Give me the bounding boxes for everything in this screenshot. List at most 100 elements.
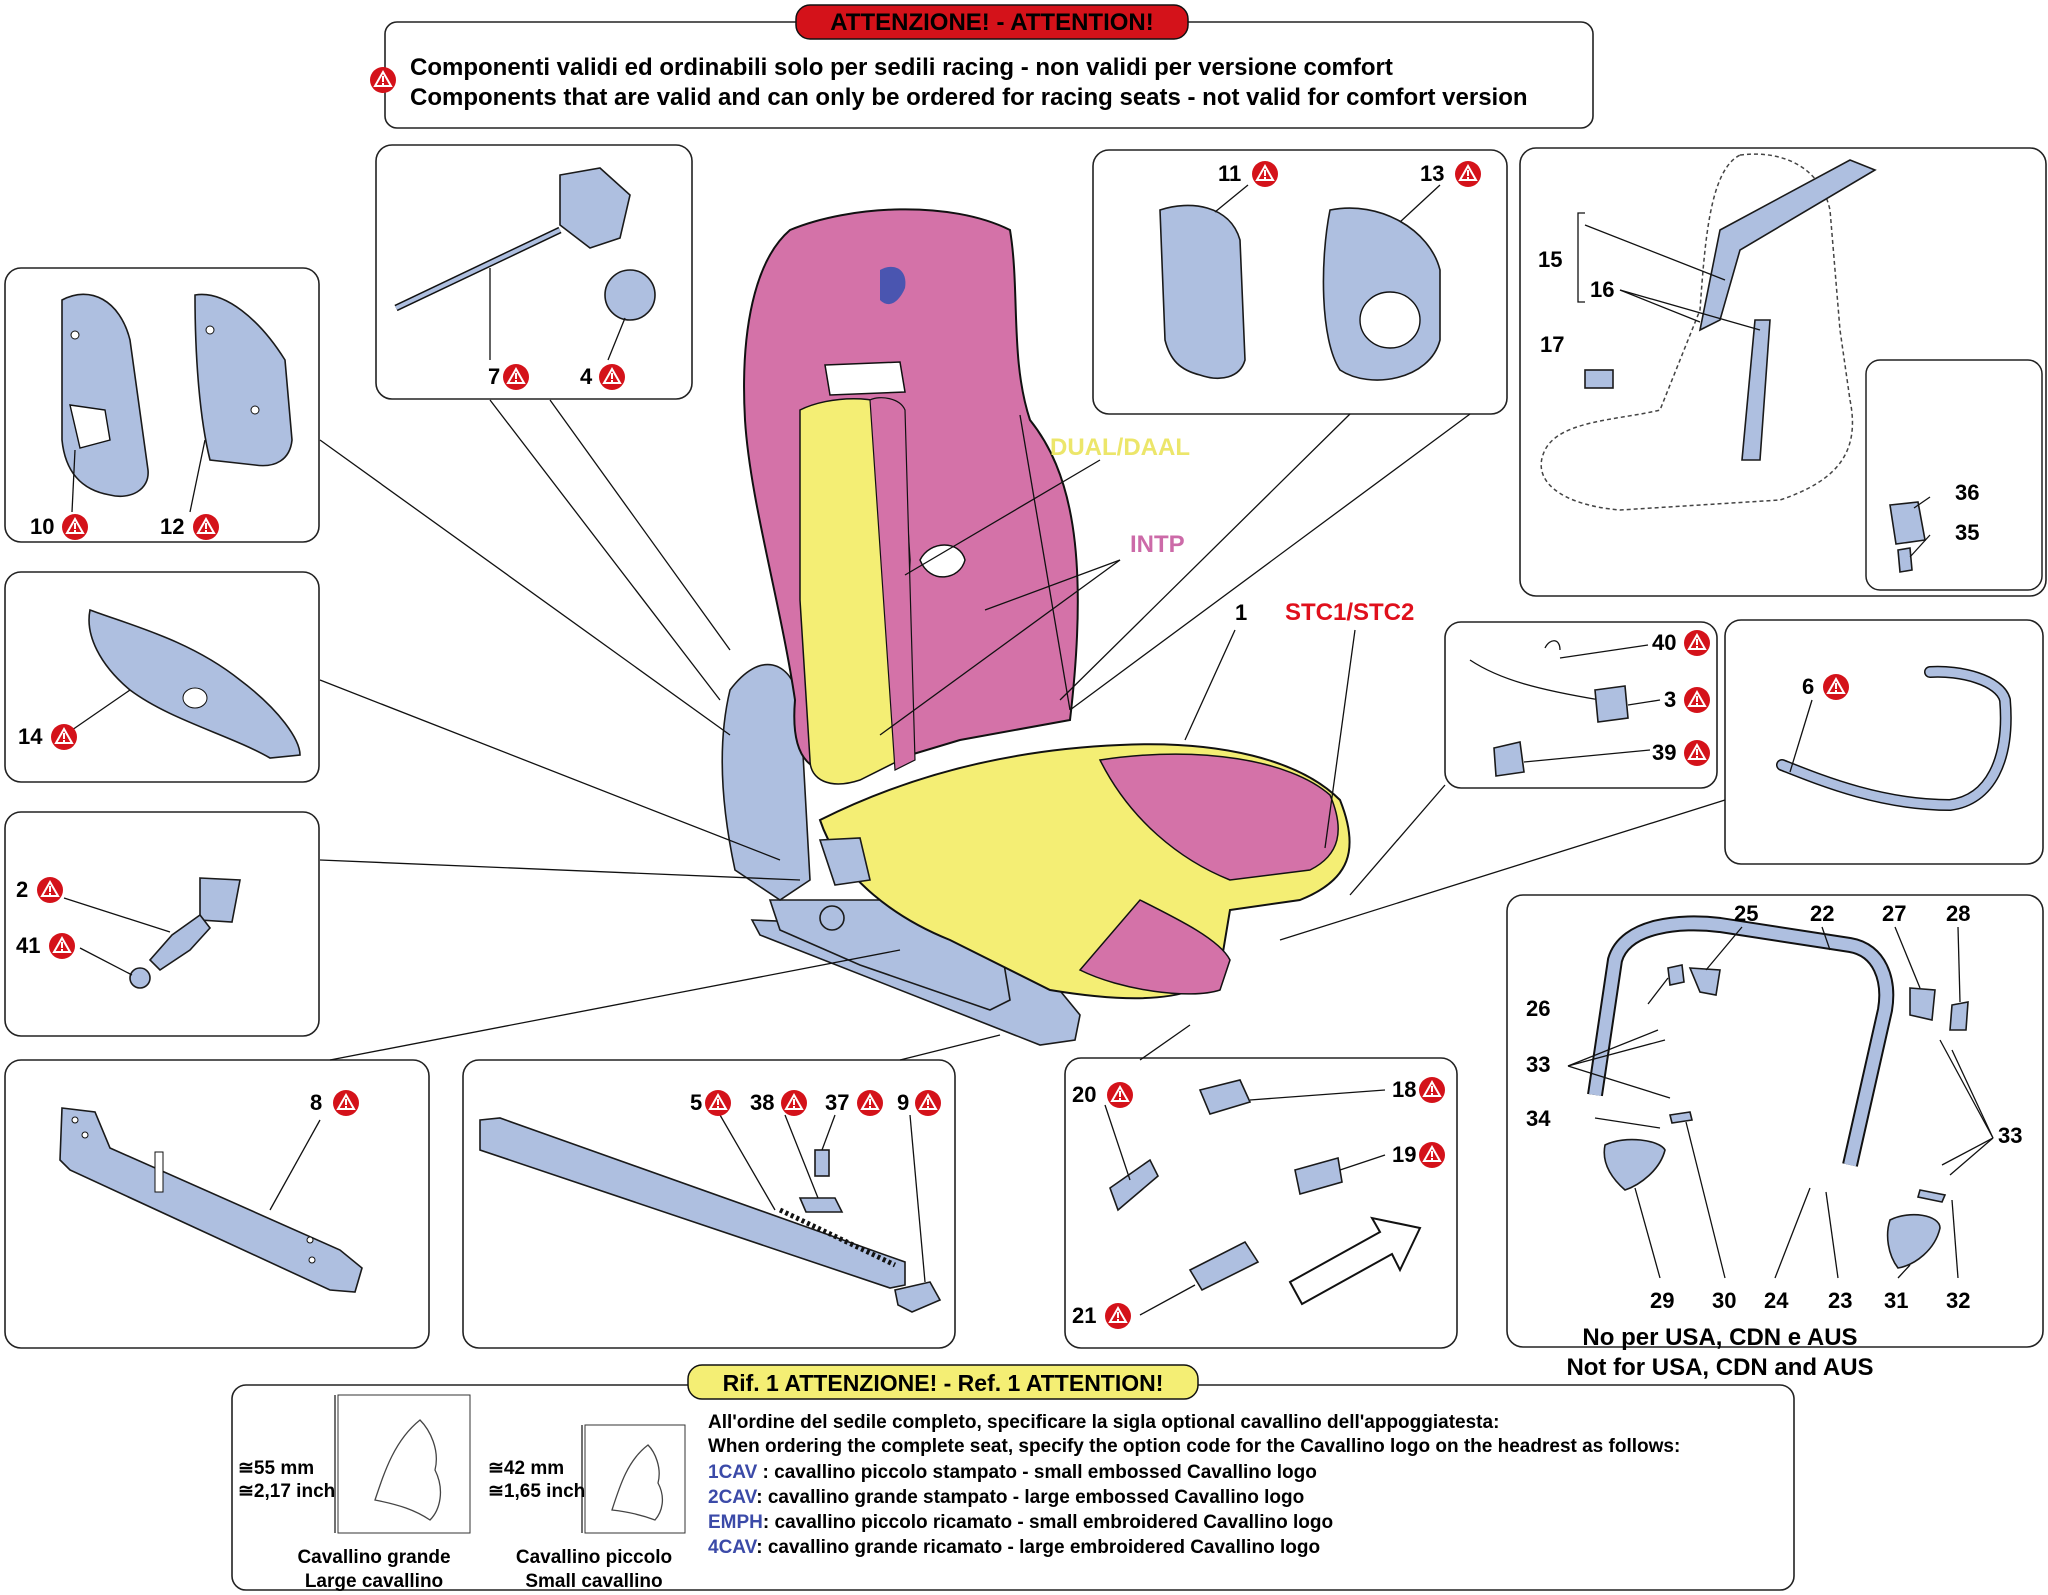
label-39: 39 bbox=[1652, 740, 1676, 765]
warning-icon bbox=[1822, 673, 1850, 701]
part-37-shape[interactable] bbox=[814, 1149, 830, 1177]
part-21-shape[interactable] bbox=[1188, 1240, 1260, 1292]
part-25-shape[interactable] bbox=[1688, 967, 1721, 996]
option-row: EMPH: cavallino piccolo ricamato - small… bbox=[708, 1512, 1333, 1533]
part-3-shape[interactable] bbox=[1594, 685, 1629, 723]
cavallino-small-icon bbox=[611, 1444, 664, 1521]
warning-icon bbox=[50, 723, 78, 751]
part-28-shape[interactable] bbox=[1949, 1001, 1969, 1031]
part-39-shape[interactable] bbox=[1493, 741, 1525, 777]
label-23: 23 bbox=[1828, 1288, 1852, 1313]
part-26-shape[interactable] bbox=[1667, 964, 1685, 986]
part-41-shape[interactable] bbox=[129, 967, 151, 989]
ref1-instr-en: When ordering the complete seat, specify… bbox=[708, 1436, 1680, 1457]
part-8-shape[interactable] bbox=[59, 1107, 363, 1293]
label-24: 24 bbox=[1764, 1288, 1789, 1313]
warning-icon bbox=[48, 932, 76, 960]
rollbar-note-en: Not for USA, CDN and AUS bbox=[1566, 1354, 1873, 1381]
part-11-shape[interactable] bbox=[1159, 204, 1246, 379]
part-6-shape[interactable] bbox=[1777, 667, 2011, 810]
warning-icon bbox=[61, 513, 89, 541]
warning-icon bbox=[1104, 1302, 1132, 1330]
label-36: 36 bbox=[1955, 480, 1979, 505]
part-17-shape[interactable] bbox=[1584, 369, 1614, 389]
part-35-shape[interactable] bbox=[1897, 547, 1913, 573]
panel-recliner: 7 4 bbox=[375, 144, 693, 400]
part-19-shape[interactable] bbox=[1294, 1156, 1343, 1196]
label-3: 3 bbox=[1664, 687, 1676, 712]
part-4-shape[interactable] bbox=[604, 269, 656, 321]
attention-banner: ATTENZIONE! - ATTENTION! bbox=[830, 9, 1154, 36]
warning-icon bbox=[1251, 160, 1279, 188]
label-7: 7 bbox=[488, 364, 500, 389]
part-29-shape[interactable] bbox=[1603, 1138, 1666, 1191]
part-32-shape[interactable] bbox=[1916, 1189, 1947, 1203]
label-13: 13 bbox=[1420, 161, 1444, 186]
label-2: 2 bbox=[16, 877, 28, 902]
large-inch: ≅2,17 inch bbox=[238, 1481, 335, 1502]
label-31: 31 bbox=[1884, 1288, 1908, 1313]
label-11: 11 bbox=[1218, 161, 1241, 186]
label-30: 30 bbox=[1712, 1288, 1736, 1313]
trim-label-intp: INTP bbox=[1130, 531, 1185, 558]
part-15-shape[interactable] bbox=[1698, 159, 1877, 332]
warning-icon bbox=[1683, 629, 1711, 657]
label-38: 38 bbox=[750, 1090, 774, 1115]
warning-icon bbox=[704, 1089, 732, 1117]
part-40-shape[interactable] bbox=[1544, 640, 1561, 651]
label-35: 35 bbox=[1955, 520, 1979, 545]
attention-line-en: Components that are valid and can only b… bbox=[410, 84, 1528, 111]
cushion-pink bbox=[1098, 753, 1339, 881]
panel-side-bracket: 8 bbox=[4, 1059, 430, 1349]
large-caption-it: Cavallino grande bbox=[297, 1547, 450, 1568]
small-mm: ≅42 mm bbox=[488, 1458, 564, 1479]
panel-harness: 15 16 17 36 35 bbox=[1519, 147, 2047, 597]
warning-icon bbox=[502, 363, 530, 391]
warning-icon bbox=[1418, 1076, 1446, 1104]
warning-icon bbox=[1683, 686, 1711, 714]
part-7-shape[interactable] bbox=[559, 167, 631, 249]
label-9: 9 bbox=[897, 1090, 909, 1115]
option-row: 2CAV: cavallino grande stampato - large … bbox=[708, 1487, 1304, 1508]
part-30-shape[interactable] bbox=[1669, 1111, 1693, 1124]
trim-label-dual: DUAL/DAAL bbox=[1050, 434, 1190, 461]
panel-wiring: 40 3 39 bbox=[1444, 621, 1718, 789]
large-caption-en: Large cavallino bbox=[305, 1571, 443, 1592]
part-12-shape[interactable] bbox=[194, 293, 293, 467]
main-seat: DUAL/DAAL INTP STC1/STC2 1 bbox=[319, 208, 1726, 1061]
part-38-shape[interactable] bbox=[798, 1197, 844, 1213]
label-5: 5 bbox=[690, 1090, 702, 1115]
warning-icon bbox=[36, 876, 64, 904]
part-20-shape[interactable] bbox=[1109, 1158, 1159, 1212]
part-36-shape[interactable] bbox=[1889, 501, 1926, 545]
part-16-shape[interactable] bbox=[1741, 319, 1771, 461]
label-29: 29 bbox=[1650, 1288, 1674, 1313]
warning-icon bbox=[1106, 1081, 1134, 1109]
warning-icon bbox=[332, 1089, 360, 1117]
label-1: 1 bbox=[1235, 600, 1247, 625]
label-14: 14 bbox=[18, 724, 43, 749]
part-5-shape[interactable] bbox=[479, 1117, 906, 1289]
small-inch: ≅1,65 inch bbox=[488, 1481, 585, 1502]
panel-roll-bar: 25 22 27 28 26 33 34 33 29 30 24 23 31 3… bbox=[1506, 894, 2044, 1381]
part-18-shape[interactable] bbox=[1198, 1079, 1252, 1115]
label-33-right: 33 bbox=[1998, 1123, 2022, 1148]
part-31-shape[interactable] bbox=[1886, 1213, 1941, 1269]
label-12: 12 bbox=[160, 514, 184, 539]
small-caption-it: Cavallino piccolo bbox=[516, 1547, 672, 1568]
cavallino-logo bbox=[880, 266, 906, 305]
warning-icon bbox=[1418, 1141, 1446, 1169]
panel-belt-buckle: 2 41 bbox=[4, 811, 320, 1037]
panel-seat-cover: 14 bbox=[4, 571, 320, 783]
part-14-shape[interactable] bbox=[88, 608, 301, 759]
ref1-banner: Rif. 1 ATTENZIONE! - Ref. 1 ATTENTION! bbox=[723, 1370, 1164, 1396]
label-28: 28 bbox=[1946, 901, 1970, 926]
warning-icon bbox=[1454, 160, 1482, 188]
label-10: 10 bbox=[30, 514, 54, 539]
warning-icon bbox=[780, 1089, 808, 1117]
part-27-shape[interactable] bbox=[1909, 987, 1936, 1021]
part-2-shape[interactable] bbox=[199, 877, 241, 923]
part-9-shape[interactable] bbox=[894, 1281, 942, 1313]
label-33: 33 bbox=[1526, 1052, 1550, 1077]
part-22-shape[interactable] bbox=[1589, 917, 1893, 1167]
